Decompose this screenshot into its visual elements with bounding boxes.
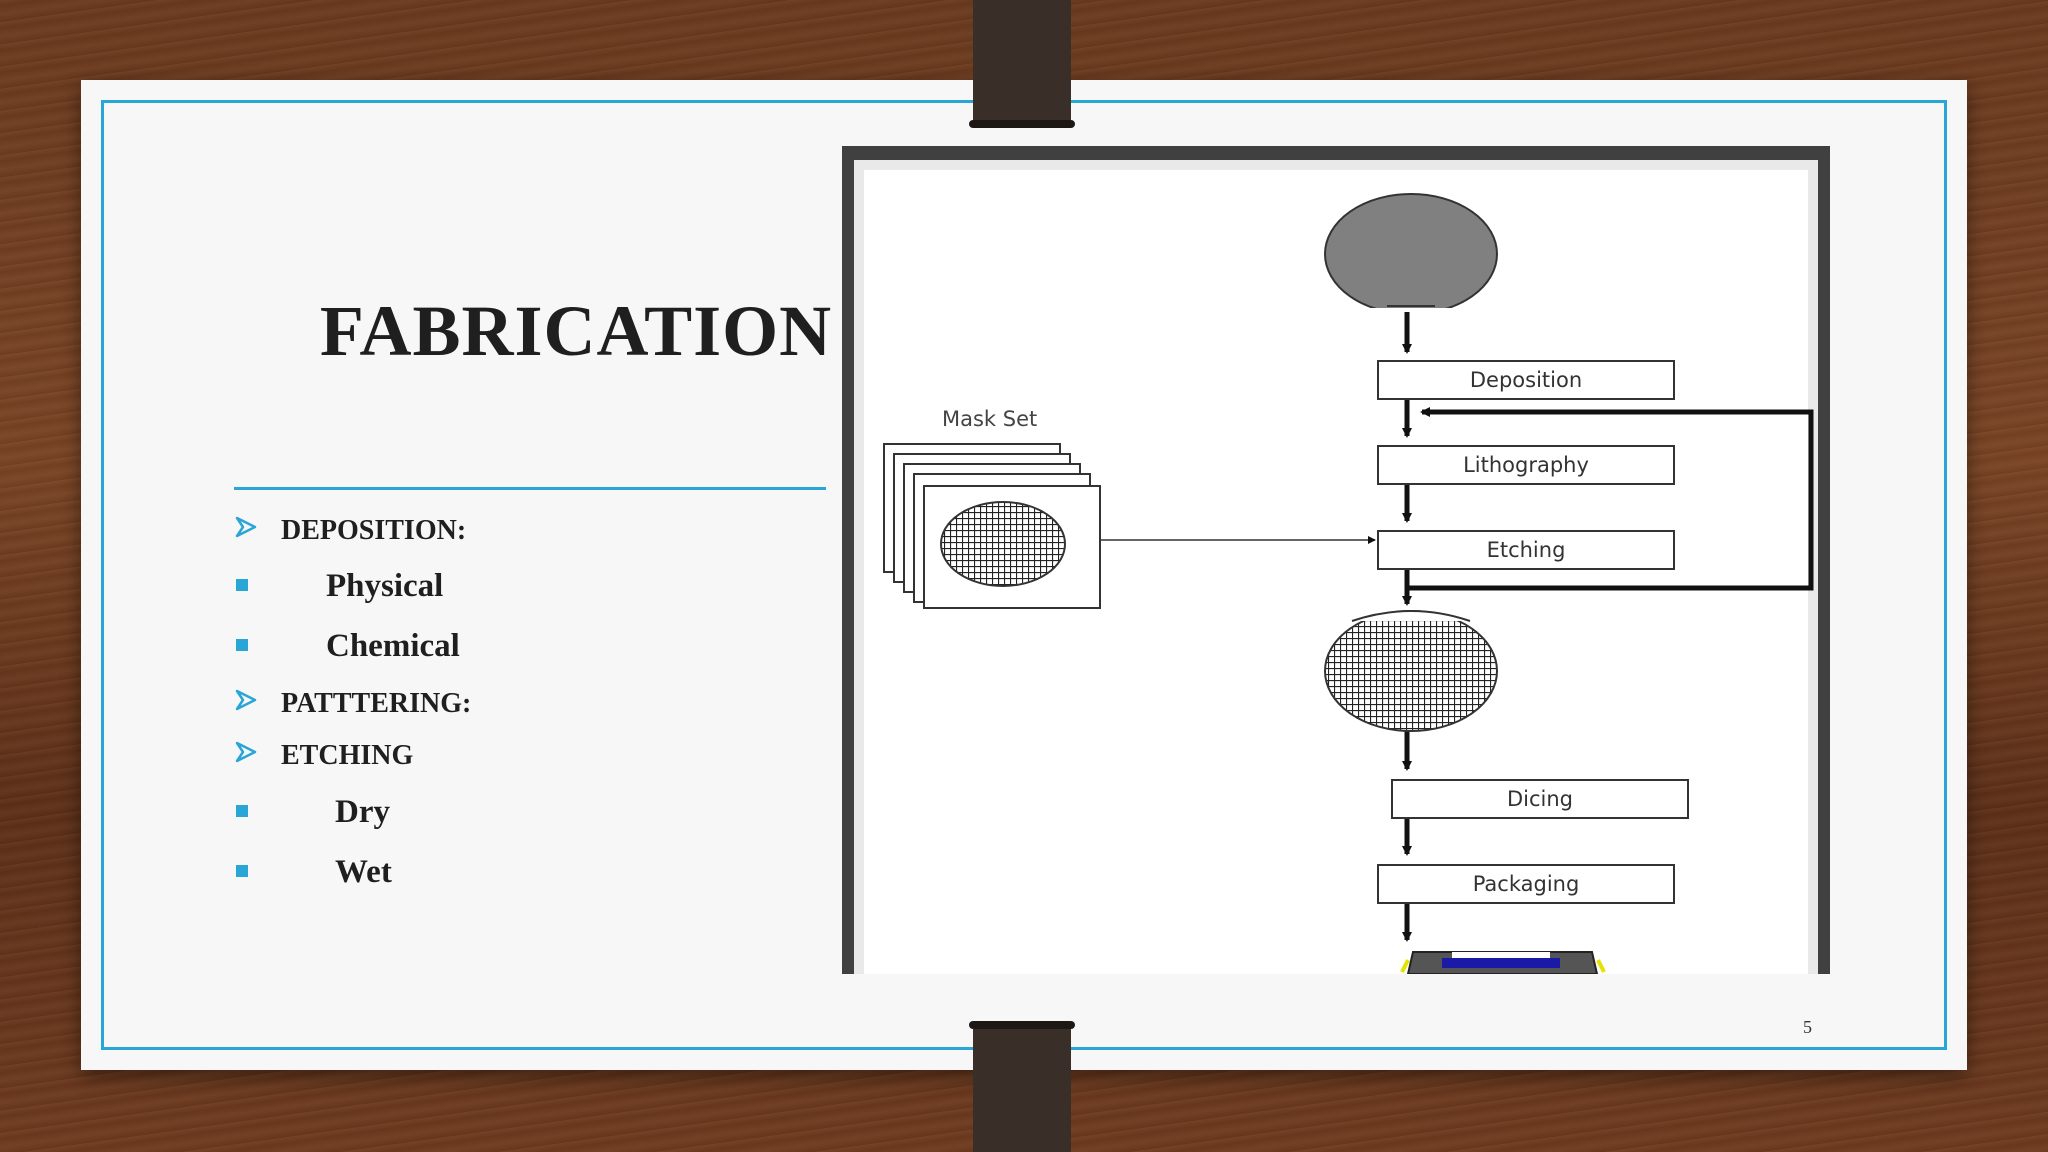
arrow-bullet-icon (235, 516, 257, 538)
wafer-shape (1324, 193, 1498, 308)
mask-set-label: Mask Set (942, 407, 1037, 431)
bullet-item: ETCHING (281, 740, 414, 771)
step-box-dicing (1391, 779, 1689, 819)
title-underline (234, 487, 826, 490)
packaged-chip-icon (1400, 951, 1606, 974)
bullet-item: Wet (335, 854, 392, 890)
square-bullet-icon (236, 805, 248, 817)
square-bullet-icon (236, 579, 248, 591)
step-label: Dicing (1507, 787, 1573, 811)
step-box-lithography (1377, 445, 1675, 485)
binder-strap-bottom (969, 1021, 1075, 1152)
mask-pattern-shape (940, 501, 1066, 587)
bullet-item: Chemical (326, 628, 460, 664)
step-box-deposition (1377, 360, 1675, 400)
binder-strap-top (969, 0, 1075, 128)
mask-set-stack (883, 443, 1101, 609)
step-box-etching (1377, 530, 1675, 570)
bullet-item: Dry (335, 794, 390, 830)
bullet-item: DEPOSITION: (281, 515, 467, 546)
page-number: 5 (1803, 1017, 1812, 1037)
step-label: Etching (1487, 538, 1566, 562)
bullet-item: Physical (326, 568, 444, 604)
square-bullet-icon (236, 865, 248, 877)
step-box-packaging (1377, 864, 1675, 904)
step-label: Packaging (1473, 872, 1580, 896)
arrow-bullet-icon (235, 741, 257, 763)
step-label: Lithography (1463, 453, 1589, 477)
arrow-bullet-icon (235, 689, 257, 711)
slide: FABRICATION DEPOSITION: Physical Chemica… (81, 80, 1967, 1070)
square-bullet-icon (236, 639, 248, 651)
process-flow-figure: Deposition Lithography Etching Dicing Pa… (842, 146, 1830, 974)
patterned-wafer-shape (1324, 610, 1498, 732)
slide-title: FABRICATION (319, 291, 833, 371)
step-label: Deposition (1470, 368, 1582, 392)
bullet-item: PATTTERING: (281, 688, 472, 719)
process-flow-diagram: Deposition Lithography Etching Dicing Pa… (883, 193, 1814, 974)
